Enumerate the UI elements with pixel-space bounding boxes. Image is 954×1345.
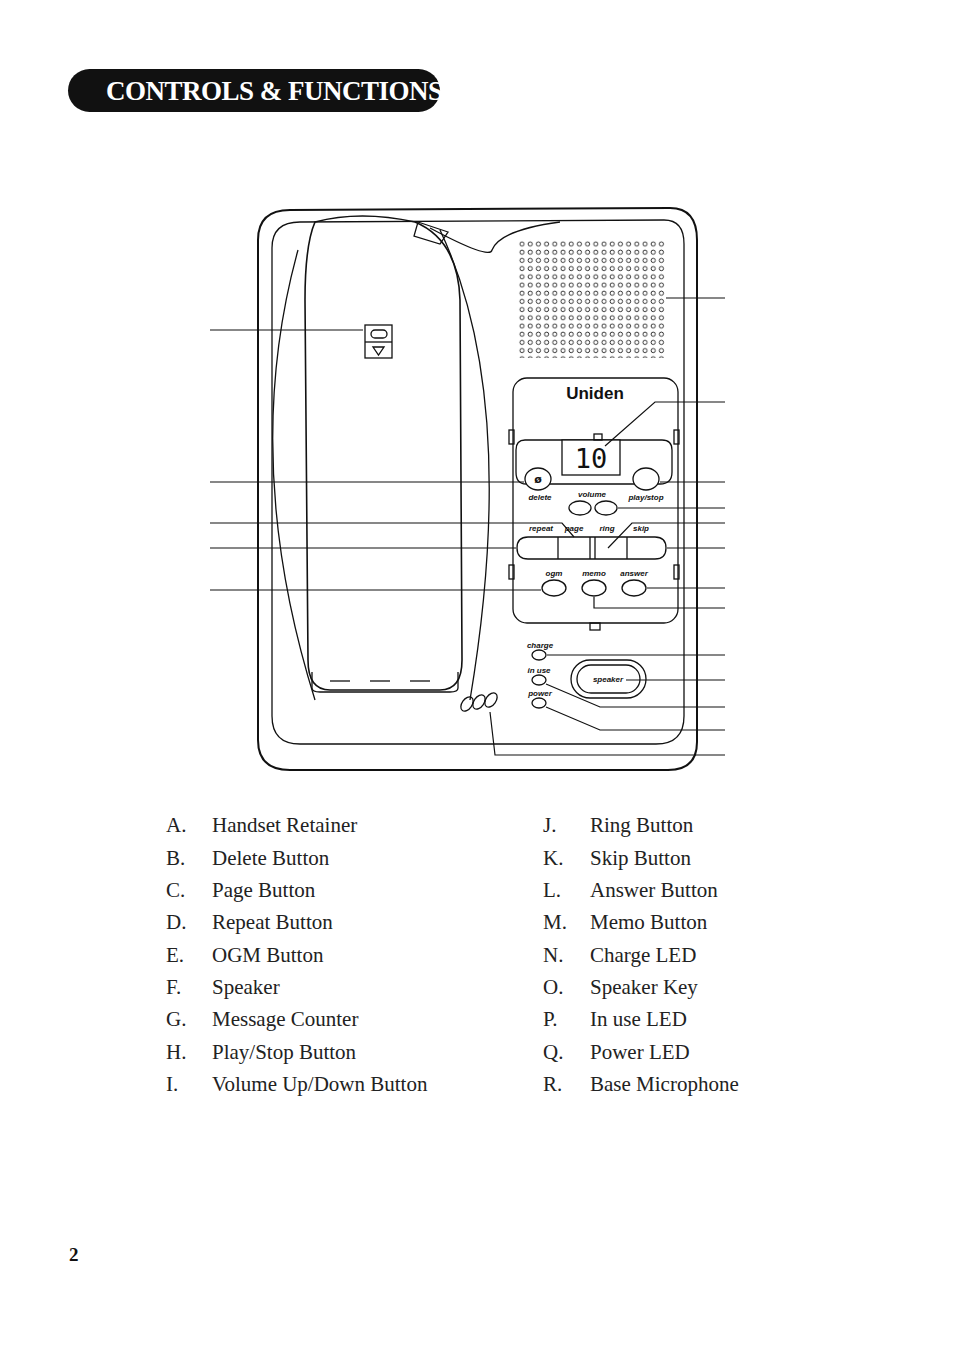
part-name: Play/Stop Button (212, 1040, 356, 1065)
device-label: ø (534, 473, 542, 486)
device-label: skip (633, 524, 649, 533)
device-label: in use (527, 666, 550, 675)
callout-letter: R. (543, 1072, 562, 1097)
callout-letter: A. (166, 813, 186, 838)
part-name: Power LED (590, 1040, 690, 1065)
callout-letter: N. (543, 943, 563, 968)
callout-letter: H. (166, 1040, 186, 1065)
part-name: Speaker Key (590, 975, 698, 1000)
device-label: memo (582, 569, 606, 578)
device-label: play/stop (628, 493, 663, 502)
callout-letter: O. (543, 975, 563, 1000)
part-name: Answer Button (590, 878, 718, 903)
device-label: delete (528, 493, 551, 502)
section-heading: CONTROLS & FUNCTIONS (68, 69, 440, 112)
callout-letter: Q. (543, 1040, 563, 1065)
device-label: answer (620, 569, 648, 578)
part-name: Handset Retainer (212, 813, 357, 838)
callout-letter: L. (543, 878, 561, 903)
part-name: Message Counter (212, 1007, 358, 1032)
part-name: Speaker (212, 975, 280, 1000)
callout-letter: B. (166, 846, 185, 871)
part-name: Repeat Button (212, 910, 333, 935)
part-name: Skip Button (590, 846, 691, 871)
device-label: charge (527, 641, 553, 650)
callout-letter: E. (166, 943, 184, 968)
callout-letter: K. (543, 846, 563, 871)
part-name: Ring Button (590, 813, 693, 838)
callout-letter: J. (543, 813, 556, 838)
callout-letter: D. (166, 910, 186, 935)
part-name: Delete Button (212, 846, 329, 871)
part-name: Page Button (212, 878, 315, 903)
callout-letter: C. (166, 878, 185, 903)
device-label: 10 (575, 443, 608, 474)
device-label: volume (578, 490, 606, 499)
device-label: page (565, 524, 584, 533)
device-label: ogm (546, 569, 563, 578)
device-label: Uniden (566, 384, 624, 404)
page-number: 2 (69, 1244, 79, 1266)
part-name: Charge LED (590, 943, 696, 968)
device-label: repeat (529, 524, 553, 533)
part-name: Volume Up/Down Button (212, 1072, 427, 1097)
callout-letter: M. (543, 910, 567, 935)
callout-letter: I. (166, 1072, 178, 1097)
device-label: speaker (593, 675, 623, 684)
heading-text: CONTROLS & FUNCTIONS (106, 75, 443, 106)
callout-letter: P. (543, 1007, 558, 1032)
device-label: power (528, 689, 552, 698)
part-name: In use LED (590, 1007, 687, 1032)
part-name: Memo Button (590, 910, 707, 935)
part-name: Base Microphone (590, 1072, 739, 1097)
callout-letter: F. (166, 975, 181, 1000)
part-name: OGM Button (212, 943, 323, 968)
device-label: ring (599, 524, 614, 533)
callout-letter: G. (166, 1007, 186, 1032)
